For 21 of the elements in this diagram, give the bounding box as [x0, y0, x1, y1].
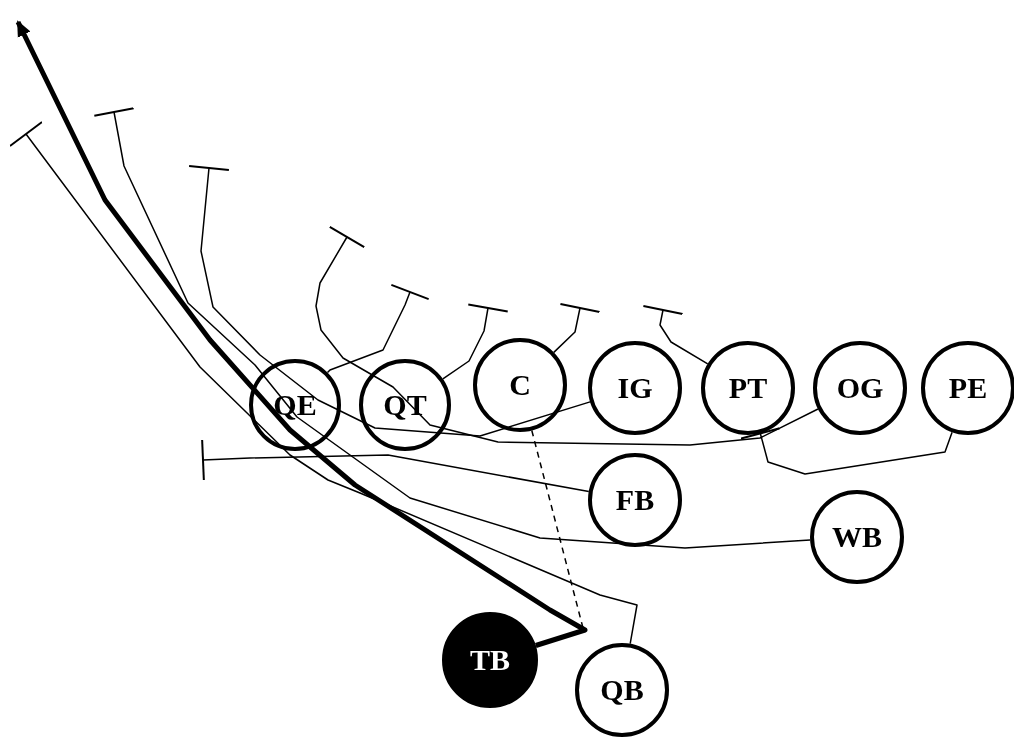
- player-circle: PE: [921, 341, 1014, 435]
- block-route: [315, 225, 819, 446]
- run-arrow: [15, 20, 588, 648]
- dashed-line: [531, 429, 584, 629]
- block-route: [326, 283, 430, 374]
- block-route: [553, 302, 601, 354]
- block-route: [740, 427, 953, 475]
- block-route: [201, 439, 590, 493]
- player-circle: FB: [588, 453, 682, 547]
- block-route: [93, 107, 811, 549]
- block-route: [188, 165, 591, 437]
- block-route: [442, 303, 509, 380]
- player-circle: PT: [701, 341, 795, 435]
- ball-carrier-circle: TB: [442, 612, 538, 708]
- player-circle: OG: [813, 341, 907, 435]
- player-circle: QB: [575, 643, 669, 737]
- player-circle: C: [473, 338, 567, 432]
- player-circle: IG: [588, 341, 682, 435]
- block-route: [9, 121, 638, 645]
- player-circle: WB: [810, 490, 904, 584]
- block-route: [642, 305, 709, 365]
